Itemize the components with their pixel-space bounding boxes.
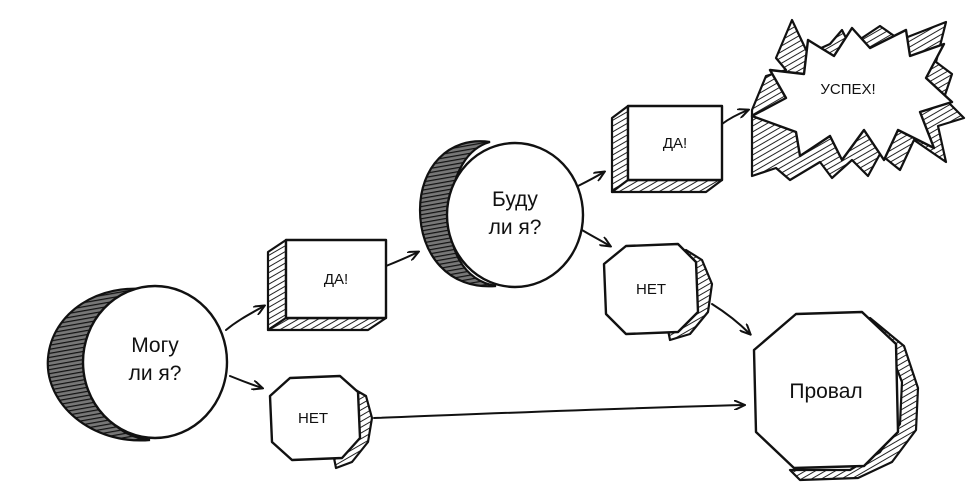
arrow-can-i-to-no-1 — [229, 375, 262, 388]
arrow-yes-2-to-success — [721, 110, 748, 125]
arrow-no-1-to-failure — [373, 405, 744, 419]
node-failure: Провал — [752, 310, 920, 482]
node-can-i: Могу ли я? — [46, 284, 229, 442]
node-yes-1: ДА! — [266, 238, 388, 332]
node-no-1: НЕТ — [268, 374, 374, 470]
node-can-i-line1: Могу — [131, 334, 179, 357]
node-will-i: Буду ли я? — [418, 140, 585, 289]
node-no-1-label: НЕТ — [298, 410, 328, 427]
node-success: УСПЕХ! — [750, 18, 966, 182]
node-yes-2: ДА! — [610, 104, 724, 194]
node-no-2-label: НЕТ — [636, 281, 666, 298]
arrow-can-i-to-yes-1 — [225, 306, 264, 331]
node-success-label: УСПЕХ! — [820, 81, 875, 98]
node-will-i-line2: ли я? — [489, 216, 542, 239]
node-failure-label: Провал — [789, 380, 862, 403]
arrow-will-i-to-yes-2 — [577, 172, 604, 187]
node-can-i-line2: ли я? — [129, 362, 182, 385]
node-no-2: НЕТ — [602, 242, 714, 342]
node-will-i-line1: Буду — [492, 188, 538, 211]
node-yes-1-label: ДА! — [324, 271, 348, 288]
node-yes-2-label: ДА! — [663, 135, 687, 152]
arrow-yes-1-to-will-i — [385, 252, 418, 267]
arrow-no-2-to-failure — [711, 303, 750, 334]
arrow-will-i-to-no-2 — [581, 229, 610, 246]
